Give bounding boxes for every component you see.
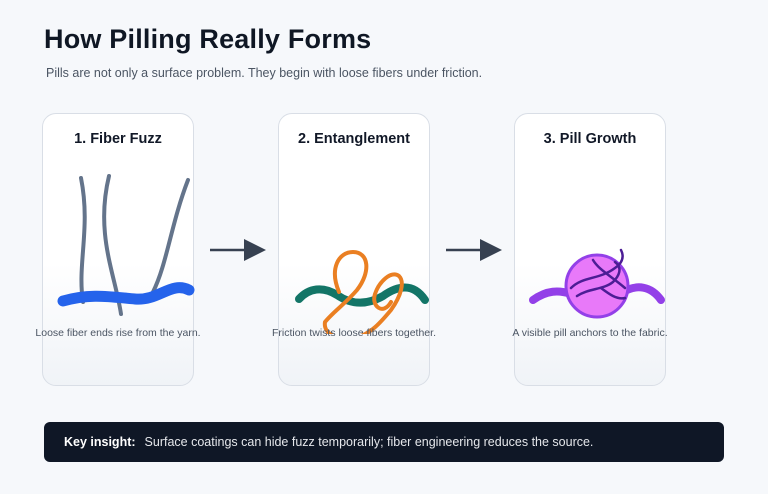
stage-card-pill-growth: 3. Pill Growth xyxy=(514,113,666,386)
arrow-right-icon xyxy=(446,239,502,261)
pill-growth-illustration xyxy=(529,248,665,319)
tangled-fiber xyxy=(322,250,404,334)
stage-title: 2. Entanglement xyxy=(298,131,410,147)
page-subtitle: Pills are not only a surface problem. Th… xyxy=(46,66,483,80)
stage-title: 1. Fiber Fuzz xyxy=(74,131,162,147)
key-insight-banner: Key insight: Surface coatings can hide f… xyxy=(44,422,724,462)
stage-title: 3. Pill Growth xyxy=(543,131,637,147)
stage-card-entanglement: 2. Entanglement xyxy=(278,113,430,386)
yarn-strand xyxy=(295,283,429,307)
pill-fiber xyxy=(591,258,627,290)
stage-caption: A visible pill anchors to the fabric. xyxy=(512,327,668,339)
yarn-strand xyxy=(57,282,195,307)
page-title: How Pilling Really Forms xyxy=(44,24,372,54)
stage-caption: Loose fiber ends rise from the yarn. xyxy=(35,327,201,339)
pill-fiber xyxy=(569,248,624,290)
pill-fiber xyxy=(599,286,627,300)
fiber-fuzz-illustration xyxy=(57,174,195,316)
stage-caption: Friction twists loose fibers together. xyxy=(272,327,436,339)
insight-label: Key insight: xyxy=(64,435,136,449)
loose-fiber xyxy=(79,176,87,304)
arrow-right-icon xyxy=(210,239,266,261)
insight-text: Surface coatings can hide fuzz temporari… xyxy=(144,435,594,449)
entanglement-illustration xyxy=(295,250,429,334)
loose-fiber xyxy=(151,178,190,294)
pill-fiber xyxy=(575,260,621,298)
stage-card-fiber-fuzz: 1. Fiber Fuzz xyxy=(42,113,195,386)
